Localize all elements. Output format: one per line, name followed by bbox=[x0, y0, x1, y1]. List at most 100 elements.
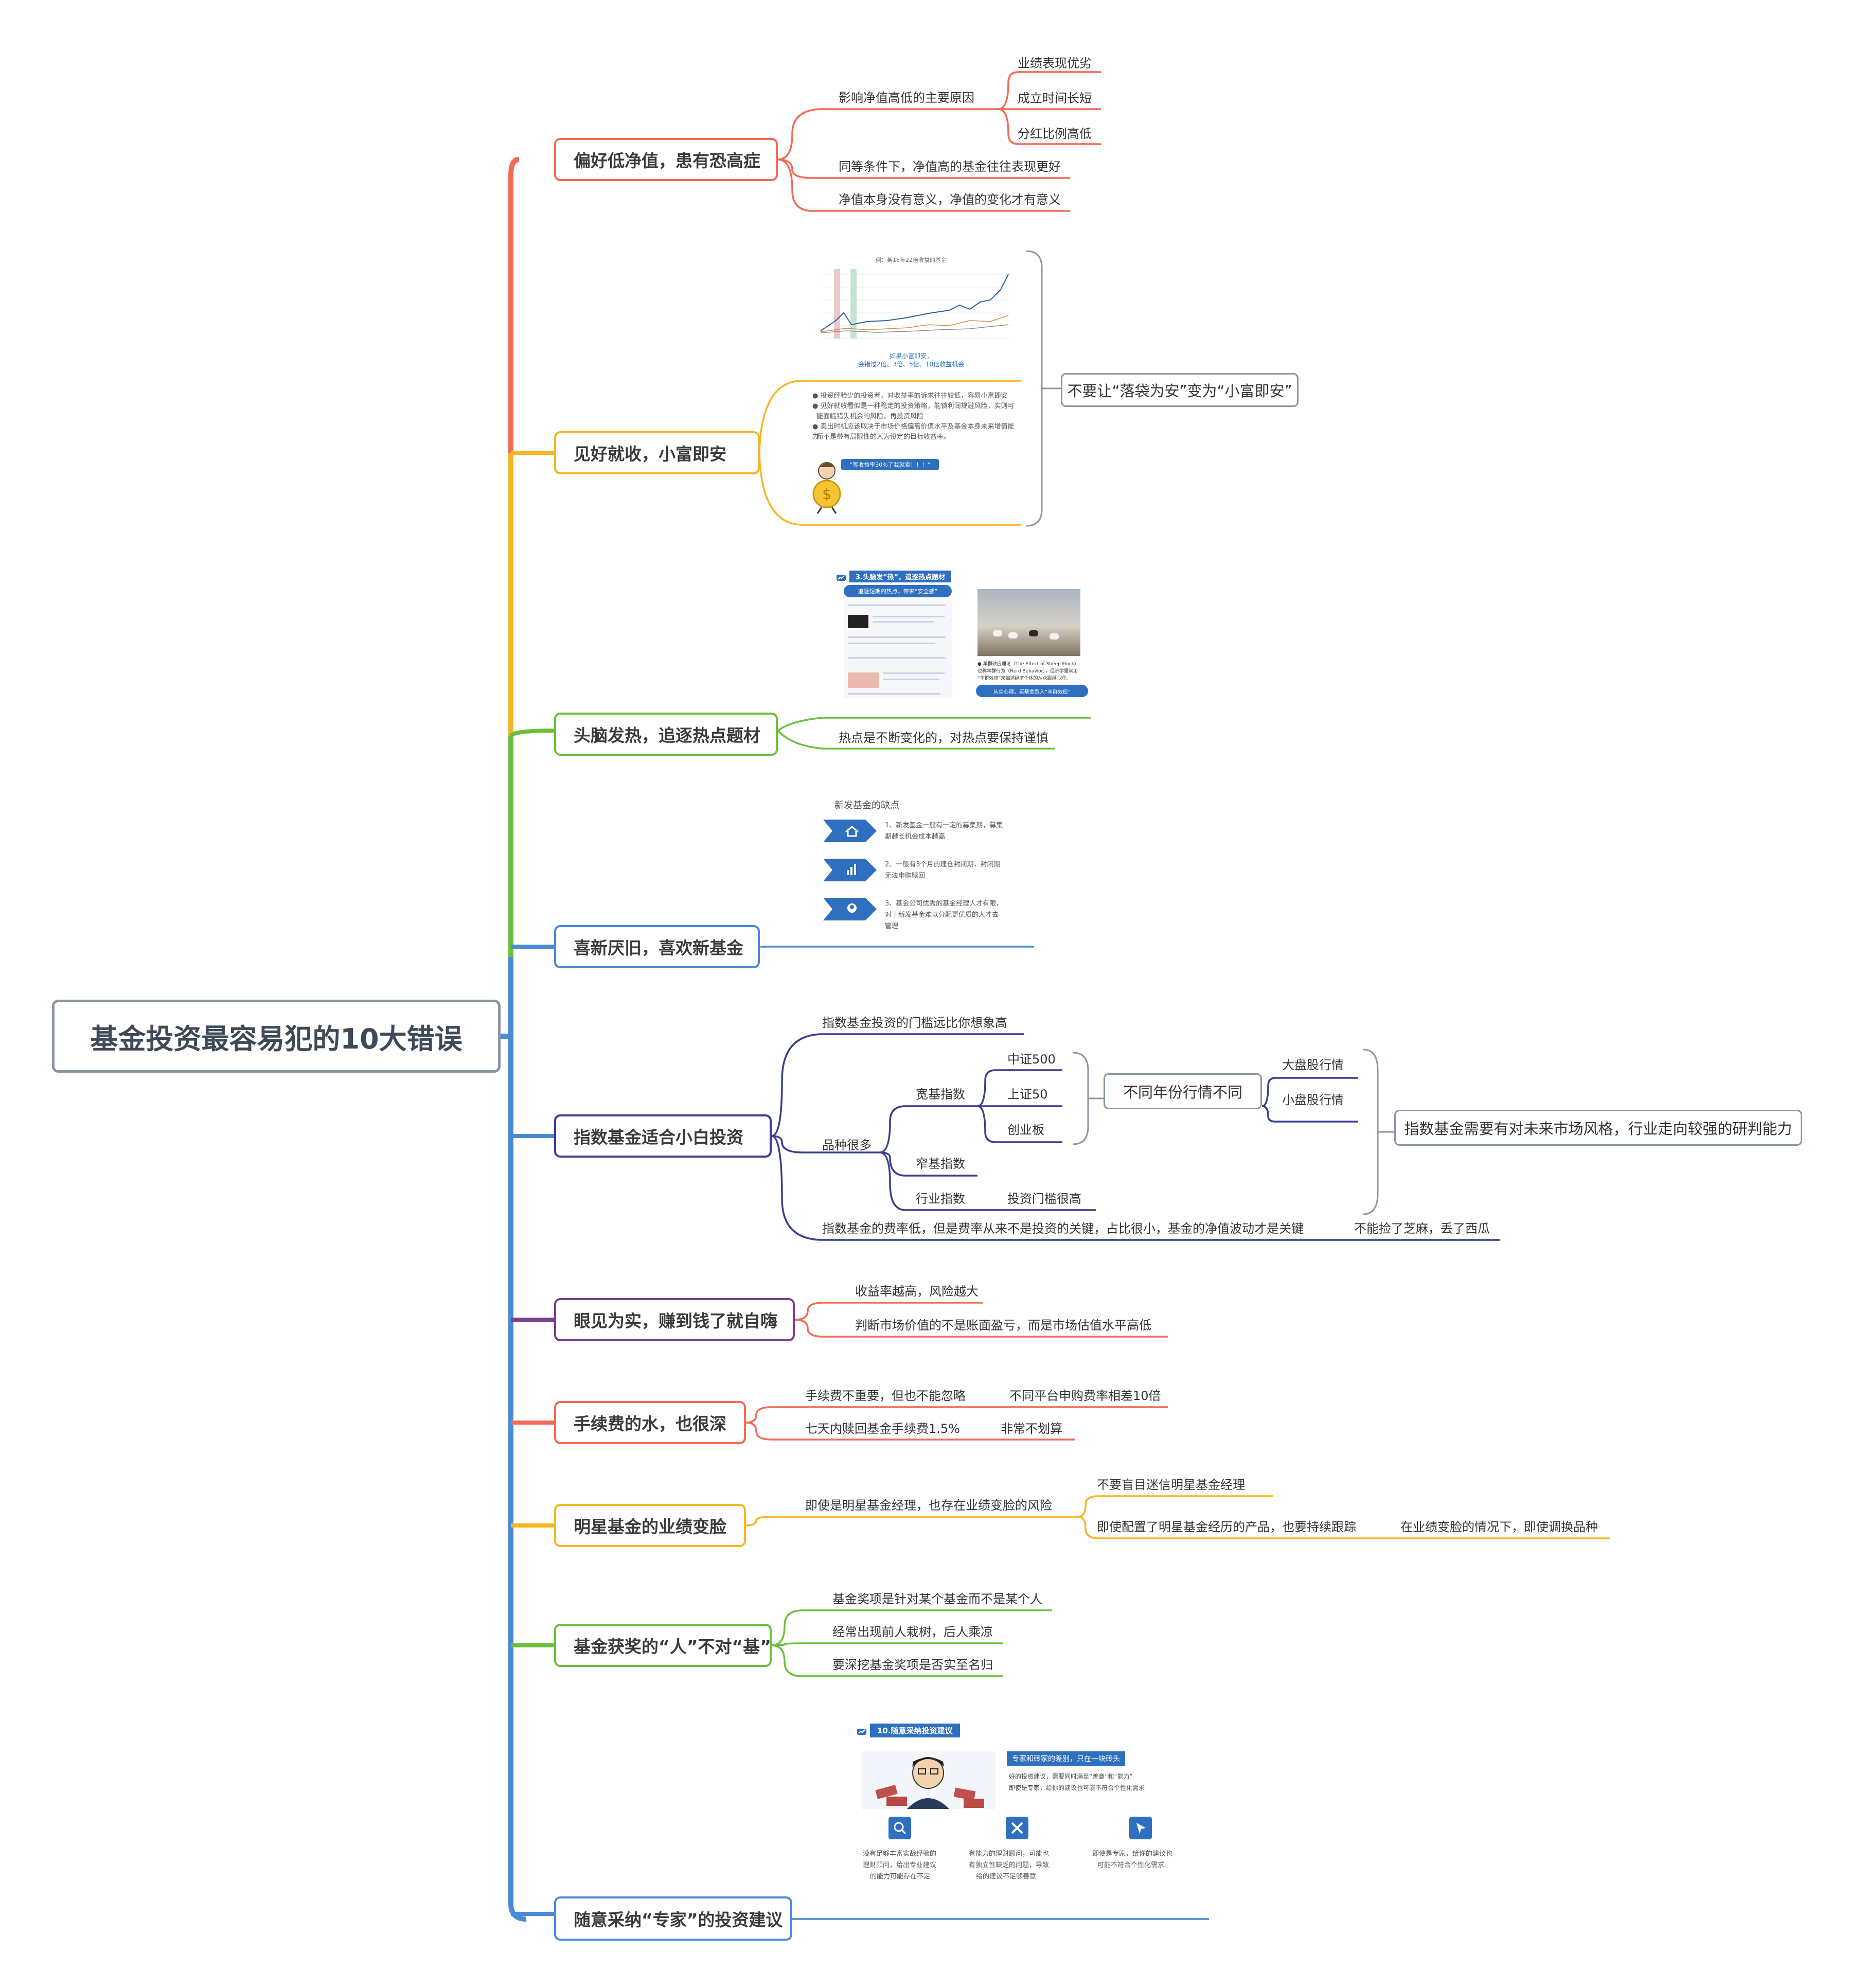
b10-point-1a: 没有足够丰富实战经验的 bbox=[863, 1850, 937, 1858]
b2-text-3: 能面临错失机会的风险，再投资风险 bbox=[816, 413, 924, 420]
b10-point-2c: 给的建议不足够善意 bbox=[976, 1873, 1037, 1880]
people-icon bbox=[823, 898, 877, 920]
b9-child-2[interactable]: 经常出现前人栽树，后人乘凉 bbox=[832, 1625, 993, 1639]
b7-child-2[interactable]: 七天内赎回基金手续费1.5% bbox=[805, 1422, 960, 1436]
b5-broad-index[interactable]: 宽基指数 bbox=[916, 1087, 965, 1102]
b4-header: 新发基金的缺点 bbox=[834, 800, 899, 811]
b7-child-1[interactable]: 手续费不重要，但也不能忽略 bbox=[805, 1389, 966, 1403]
b3-caption-3: “羊群效应”来描述经济个体的从众跟风心理。 bbox=[977, 676, 1071, 681]
b10-point-1c: 的能力可能存在不足 bbox=[870, 1873, 931, 1880]
b5-high-threshold[interactable]: 投资门槛很高 bbox=[1007, 1192, 1081, 1206]
b10-point-3b: 可能不符合个性化需求 bbox=[1097, 1861, 1165, 1869]
coin-person-icon: $ bbox=[812, 462, 841, 514]
branch-2-topic[interactable]: 见好就收，小富即安 bbox=[554, 431, 760, 474]
magnifier-icon bbox=[888, 1817, 911, 1839]
b3-image-tag: 追逐短期的热点，带来“安全感” bbox=[844, 585, 952, 597]
b2-speech-bubble: “等收益率30%了我就卖！！！” bbox=[841, 459, 939, 470]
b9-child-3[interactable]: 要深挖基金奖项是否实至名归 bbox=[832, 1658, 993, 1672]
b4-point-3b: 对于新发基金难以分配更优质的人才去 bbox=[885, 911, 999, 919]
b1-child-1b[interactable]: 成立时间长短 bbox=[1018, 91, 1092, 105]
b2-text-1: ● 投资经验少的投资者，对收益率的诉求往往较低，容易小富即安 bbox=[812, 392, 1008, 400]
house-icon bbox=[823, 820, 877, 842]
b5-child-3[interactable]: 指数基金的费率低，但是费率从来不是投资的关键，占比很小，基金的净值波动才是关键 bbox=[822, 1221, 1304, 1236]
tools-icon bbox=[1006, 1817, 1028, 1839]
b10-point-2a: 有能力的理财顾问，可能也 bbox=[969, 1850, 1050, 1858]
b5-mid-summary[interactable]: 不同年份行情不同 bbox=[1104, 1073, 1262, 1109]
b8-child-1b[interactable]: 即使配置了明星基金经历的产品，也要持续跟踪 bbox=[1097, 1520, 1356, 1534]
b1-child-1a[interactable]: 业绩表现优劣 bbox=[1018, 56, 1092, 70]
b2-text-image: ● 投资经验少的投资者，对收益率的诉求往往较低，容易小富即安 ● 见好就收看似是… bbox=[805, 387, 1017, 516]
b4-point-3a: 3、基金公司优秀的基金经理人才有限， bbox=[885, 900, 1003, 908]
bar-chart-icon bbox=[823, 859, 877, 881]
b6-child-2[interactable]: 判断市场价值的不是账面盈亏，而是市场估值水平高低 bbox=[855, 1318, 1151, 1333]
b3-child-1[interactable]: 热点是不断变化的，对热点要保持谨慎 bbox=[839, 731, 1048, 745]
b8-child-1[interactable]: 即使是明星基金经理，也存在业绩变脸的风险 bbox=[805, 1498, 1052, 1513]
b2-chart-title: 例：某15年22倍收益的基金 bbox=[876, 257, 947, 263]
b3-caption-1: ● 羊群效应理论（The Effect of Sheep Flock） bbox=[977, 662, 1079, 667]
branch-7-topic[interactable]: 手续费的水，也很深 bbox=[554, 1401, 746, 1444]
branch-5-topic[interactable]: 指数基金适合小白投资 bbox=[554, 1114, 772, 1158]
b10-point-2b: 有独立性缺乏的问题，导致 bbox=[969, 1861, 1050, 1869]
b10-point-3a: 即使是专家，给你的建议也 bbox=[1092, 1850, 1173, 1858]
b3-caption-2: 也称羊群行为（Herd Behavior），经济学里常用 bbox=[977, 669, 1078, 674]
b5-child-1[interactable]: 指数基金投资的门槛远比你想象高 bbox=[822, 1016, 1007, 1030]
b2-line-chart bbox=[820, 269, 1011, 339]
b7-child-2a[interactable]: 非常不划算 bbox=[1001, 1422, 1062, 1436]
cursor-icon bbox=[1129, 1817, 1152, 1839]
b2-summary[interactable]: 不要让“落袋为安”变为“小富即安” bbox=[1061, 373, 1299, 407]
b5-child-2[interactable]: 品种很多 bbox=[822, 1138, 872, 1152]
b5-csi500[interactable]: 中证500 bbox=[1007, 1052, 1056, 1067]
b2-text-2: ● 见好就收看似是一种稳定的投资策略，能锁利润规避风险，实则可 bbox=[812, 402, 1015, 410]
b5-large-cap[interactable]: 大盘股行情 bbox=[1282, 1058, 1344, 1072]
branch-4-topic[interactable]: 喜新厌旧，喜欢新基金 bbox=[554, 925, 760, 968]
b1-child-1c[interactable]: 分红比例高低 bbox=[1018, 127, 1092, 141]
b4-point-1b: 期越长机会成本越高 bbox=[885, 833, 946, 841]
b10-image-title: 10.随意采纳投资建议 bbox=[870, 1724, 960, 1737]
branch-9-topic[interactable]: 基金获奖的“人”不对“基” bbox=[554, 1624, 772, 1667]
branch-3-topic[interactable]: 头脑发热，追逐热点题材 bbox=[554, 713, 778, 756]
b6-child-1[interactable]: 收益率越高，风险越大 bbox=[855, 1284, 979, 1299]
b5-narrow-index[interactable]: 窄基指数 bbox=[916, 1157, 965, 1171]
b1-child-2[interactable]: 同等条件下，净值高的基金往往表现更好 bbox=[839, 159, 1061, 174]
b10-image-text-2: 即使是专家，给你的建议也可能不符合个性化需求 bbox=[1009, 1784, 1145, 1791]
branch-6-topic[interactable]: 眼见为实，赚到钱了就自嗨 bbox=[554, 1298, 795, 1341]
b5-sse50[interactable]: 上证50 bbox=[1007, 1087, 1048, 1102]
b4-new-fund-image: 新发基金的缺点 1、新发基金一般有一定的募集期，募集 期越长机会成本越高 2、一… bbox=[823, 795, 1039, 939]
b4-point-2a: 2、一般有3个月的建仓封闭期，封闭期 bbox=[885, 861, 1001, 868]
branch-10-topic[interactable]: 随意采纳“专家”的投资建议 bbox=[554, 1896, 792, 1941]
b3-news-screenshot bbox=[844, 600, 952, 698]
chart-badge-icon bbox=[837, 574, 846, 581]
expert-bricks-icon bbox=[861, 1751, 995, 1809]
b3-hot-topic-image: 3.头脑发“热”，追逐热点题材 追逐短期的热点，带来“安全感” ● 羊群效应理论… bbox=[836, 569, 1091, 702]
b10-point-1b: 理财顾问，给出专业建议 bbox=[863, 1861, 937, 1869]
b2-chart-caption-2: 会错过2倍、3倍、5倍、10倍收益机会 bbox=[858, 361, 965, 368]
b2-text-5: 而不是带有局限性的人为设定的目标收益率。 bbox=[816, 433, 951, 441]
b9-child-1[interactable]: 基金奖项是针对某个基金而不是某个人 bbox=[832, 1592, 1042, 1606]
b8-child-1a[interactable]: 不要盲目迷信明星基金经理 bbox=[1097, 1478, 1245, 1492]
b3-image-tag-2: 从众心理，买基金跟入“羊群效应” bbox=[976, 685, 1088, 697]
b5-sector-index[interactable]: 行业指数 bbox=[916, 1192, 965, 1206]
b5-small-cap[interactable]: 小盘股行情 bbox=[1282, 1093, 1344, 1107]
b5-chinext[interactable]: 创业板 bbox=[1007, 1123, 1044, 1137]
b5-summary[interactable]: 指数基金需要有对未来市场风格，行业走向较强的研判能力 bbox=[1394, 1110, 1802, 1146]
b3-image-title: 3.头脑发“热”，追逐热点题材 bbox=[849, 571, 952, 582]
svg-text:$: $ bbox=[822, 486, 831, 503]
root-topic[interactable]: 基金投资最容易犯的10大错误 bbox=[52, 1000, 501, 1073]
sheep-flock-photo bbox=[977, 589, 1080, 656]
chart-badge-icon-2 bbox=[857, 1728, 866, 1735]
b7-child-1a[interactable]: 不同平台申购费率相差10倍 bbox=[1009, 1389, 1161, 1403]
b10-image-tag: 专家和砖家的差别，只在一块砖头 bbox=[1007, 1751, 1125, 1766]
b2-chart-caption-1: 如果小富即安， bbox=[889, 352, 933, 360]
b1-child-3[interactable]: 净值本身没有意义，净值的变化才有意义 bbox=[839, 192, 1061, 207]
b8-child-1b1[interactable]: 在业绩变脸的情况下，即使调换品种 bbox=[1400, 1520, 1598, 1534]
b4-point-3c: 管理 bbox=[885, 922, 899, 930]
b4-point-1a: 1、新发基金一般有一定的募集期，募集 bbox=[885, 822, 1003, 829]
branch-8-topic[interactable]: 明星基金的业绩变脸 bbox=[554, 1504, 746, 1547]
b10-advice-image: 10.随意采纳投资建议 专家和砖家的差别，只在一块砖头 好的投资建议，需要同时满… bbox=[857, 1723, 1206, 1908]
b5-child-3a[interactable]: 不能捡了芝麻，丢了西瓜 bbox=[1354, 1221, 1490, 1236]
b4-point-2b: 无法申购赎回 bbox=[885, 872, 926, 880]
branch-1-topic[interactable]: 偏好低净值，患有恐高症 bbox=[554, 138, 778, 181]
b2-text-4: ● 卖出时机应该取决于市场价格偏离价值水平及基金本身未来增值能力， bbox=[812, 423, 1015, 440]
b1-child-1[interactable]: 影响净值高低的主要原因 bbox=[839, 91, 974, 105]
